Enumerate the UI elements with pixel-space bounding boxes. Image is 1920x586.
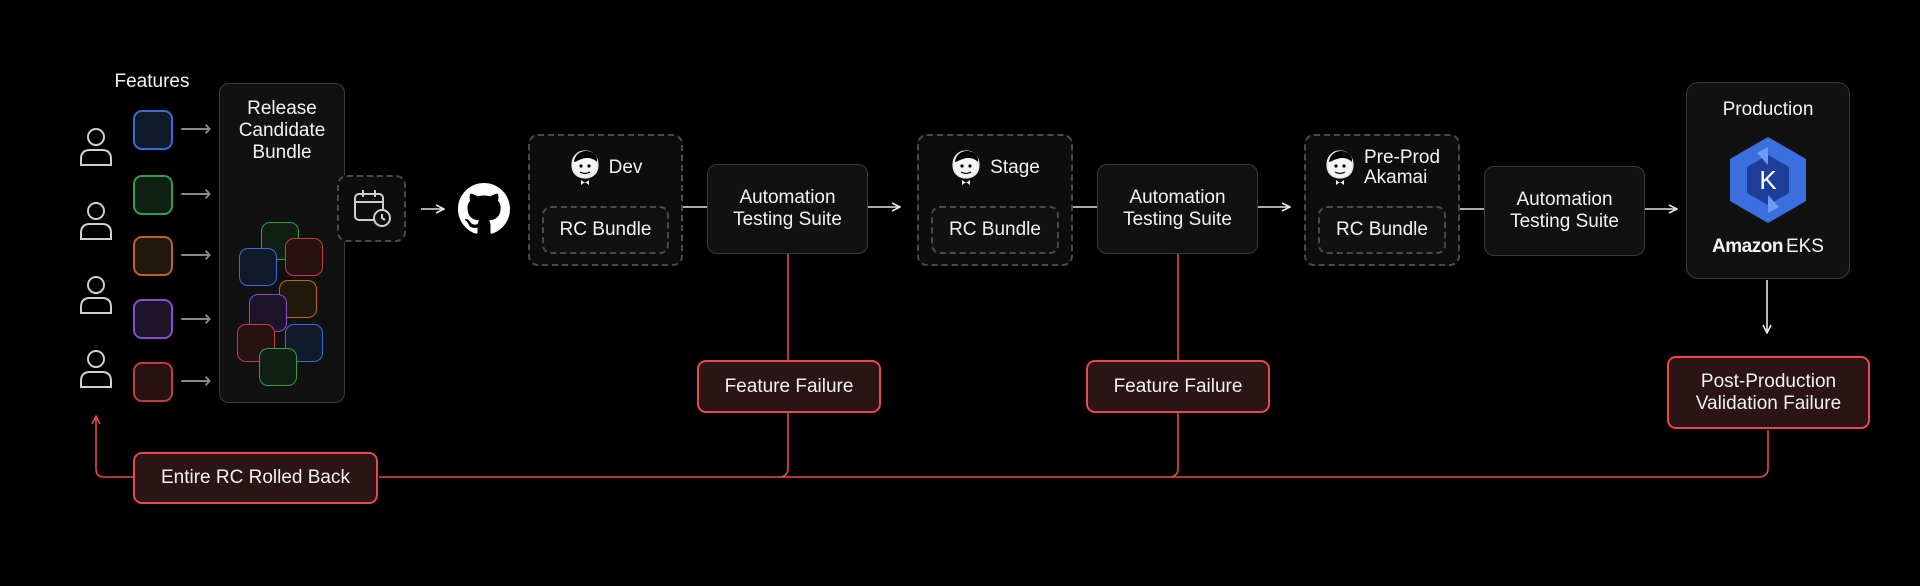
- feature-failure-label: Feature Failure: [724, 375, 854, 397]
- automation-label-line2: Testing Suite: [1123, 209, 1232, 230]
- eks-brand: Amazon: [1712, 236, 1783, 257]
- jenkins-icon: [952, 150, 980, 185]
- person-icon: [80, 276, 112, 314]
- automation-testing-suite: Automation Testing Suite: [1097, 164, 1258, 254]
- feature-square: [133, 236, 173, 276]
- eks-product: EKS: [1785, 236, 1824, 257]
- bundle-square: [285, 238, 323, 276]
- rc-bundle-label: RC Bundle: [559, 219, 652, 240]
- stage-stage-header: Stage: [919, 148, 1071, 188]
- dev-stage-name: Dev: [608, 157, 643, 178]
- kubernetes-icon: K: [1730, 137, 1806, 223]
- automation-label-line1: Automation: [1129, 187, 1226, 208]
- rc-bundle-chip: RC Bundle: [931, 206, 1059, 254]
- eks-logo-letter: K: [1759, 165, 1777, 195]
- github-icon: [458, 183, 510, 234]
- post-failure-line1: Post-Production: [1700, 370, 1837, 392]
- jenkins-icon: [1326, 150, 1354, 185]
- stage-stage: Stage RC Bundle: [917, 134, 1073, 266]
- dev-stage: Dev RC Bundle: [528, 134, 683, 266]
- production-box: Production K Amazon EKS: [1686, 82, 1850, 279]
- pre-prod-name-line2: Akamai: [1363, 167, 1428, 188]
- automation-testing-suite: Automation Testing Suite: [1484, 166, 1645, 256]
- post-failure-line2: Validation Failure: [1695, 392, 1842, 414]
- pre-prod-name-line1: Pre-Prod: [1363, 147, 1441, 168]
- automation-label-line1: Automation: [1516, 189, 1613, 210]
- arrow-right-icon: ⟶: [180, 306, 212, 331]
- schedule-box: [337, 175, 406, 242]
- person-icon: [80, 202, 112, 240]
- feature-square: [133, 299, 173, 339]
- rc-bundle-chip: RC Bundle: [1318, 206, 1446, 254]
- person-icon: [80, 350, 112, 388]
- pre-prod-stage: Pre-Prod Akamai RC Bundle: [1304, 134, 1460, 266]
- amazon-eks-wordmark: Amazon EKS: [1687, 235, 1849, 259]
- post-production-failure-box: Post-Production Validation Failure: [1667, 356, 1870, 429]
- rollback-box: Entire RC Rolled Back: [133, 452, 378, 504]
- arrow-right-icon: ⟶: [180, 181, 212, 206]
- pre-prod-stage-name: Pre-Prod Akamai: [1364, 148, 1440, 188]
- feature-failure-box: Feature Failure: [697, 360, 881, 413]
- automation-label-line1: Automation: [739, 187, 836, 208]
- rc-bundle-title-line2: Candidate: [238, 120, 326, 141]
- feature-square: [133, 110, 173, 150]
- rollback-label: Entire RC Rolled Back: [160, 467, 351, 488]
- arrow-right-icon: ⟶: [180, 116, 212, 141]
- feature-square: [133, 362, 173, 402]
- rc-bundle-title: Release Candidate Bundle: [220, 98, 344, 164]
- stage-stage-name: Stage: [990, 157, 1040, 178]
- production-title: Production: [1722, 99, 1814, 120]
- feature-failure-box: Feature Failure: [1086, 360, 1270, 413]
- rc-bundle-chip: RC Bundle: [542, 206, 669, 254]
- dev-stage-header: Dev: [530, 148, 681, 188]
- arrow-right-icon: ⟶: [180, 368, 212, 393]
- arrow-right-icon: ⟶: [180, 242, 212, 267]
- feature-square: [133, 175, 173, 215]
- rc-bundle-title-line1: Release: [247, 98, 317, 119]
- automation-label-line2: Testing Suite: [733, 209, 842, 230]
- automation-testing-suite: Automation Testing Suite: [707, 164, 868, 254]
- release-candidate-bundle: Release Candidate Bundle: [219, 83, 345, 403]
- feature-failure-label: Feature Failure: [1113, 375, 1243, 397]
- jenkins-icon: [570, 150, 599, 185]
- rc-bundle-label: RC Bundle: [1336, 219, 1428, 240]
- bundle-square: [239, 248, 277, 286]
- calendar-clock-icon: [354, 190, 391, 227]
- rc-bundle-label: RC Bundle: [949, 219, 1041, 240]
- features-title: Features: [114, 71, 190, 92]
- person-icon: [80, 128, 112, 166]
- rc-bundle-title-line3: Bundle: [252, 142, 312, 163]
- automation-label-line2: Testing Suite: [1510, 211, 1619, 232]
- bundle-square: [259, 348, 297, 386]
- pre-prod-stage-header: Pre-Prod Akamai: [1306, 146, 1458, 190]
